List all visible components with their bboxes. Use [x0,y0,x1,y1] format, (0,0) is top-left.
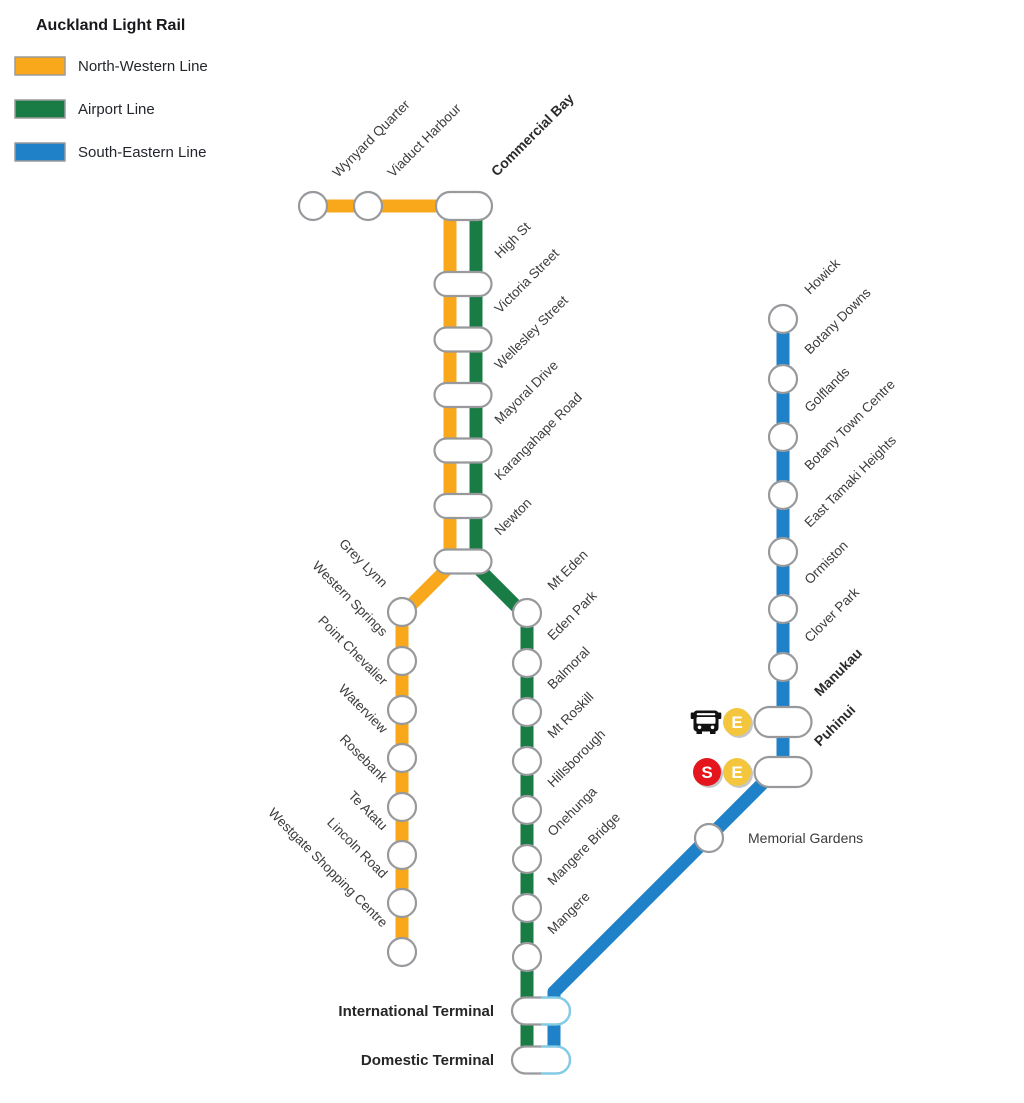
interchange-marker [433,381,493,409]
interchange-marker [433,326,493,353]
interchange-marker [753,755,813,789]
station-marker [511,892,543,924]
station-marker [767,536,799,568]
station-label: International Terminal [338,1003,494,1020]
legend-swatch-north-western [14,56,66,76]
station-marker [386,645,418,677]
station-marker [767,593,799,625]
station-label: Te Atatu [345,788,390,833]
station-label: Waterview [336,681,391,736]
station-label: Domestic Terminal [361,1052,494,1069]
bus-wheel-right [710,730,716,734]
bus-headlight-right [710,725,715,730]
station-marker [386,839,418,871]
station-marker [386,596,418,628]
interchange-marker [433,437,493,464]
bus-wheel-left [696,730,702,734]
badge-letter: E [731,763,742,782]
station-label: Clover Park [802,584,863,645]
interchange-marker [510,1045,572,1075]
station-label: Mangere [545,889,593,937]
station-international-terminal: International Terminal [338,996,572,1026]
station-marker [511,597,543,629]
eastern-busway-badge-puhinui: E [723,758,753,788]
legend-label-south-eastern: South-Eastern Line [78,144,206,161]
station-marker [386,936,418,968]
station-marker [352,190,384,222]
station-memorial-gardens: Memorial Gardens [693,822,863,854]
station-marker [297,190,329,222]
station-marker [386,694,418,726]
badge-letter: E [731,713,742,732]
station-marker [693,822,725,854]
interchange-marker [753,705,813,739]
station-label: Eden Park [545,588,600,643]
map-title: Auckland Light Rail [36,17,185,34]
station-label: Mt Eden [545,547,591,593]
interchange-marker [510,996,572,1026]
station-marker [511,647,543,679]
station-marker [511,696,543,728]
bus-headlight-left [697,725,702,730]
terminal-ring-accent [541,1045,572,1075]
station-marker [767,479,799,511]
legend: Auckland Light Rail North-Western Line A… [14,17,208,162]
bus-sign [696,713,716,716]
bus-windshield [696,717,716,724]
legend-swatch-south-eastern [14,142,66,162]
station-label: Howick [802,256,844,298]
station-domestic-terminal: Domestic Terminal [361,1045,572,1075]
station-label: High St [492,219,534,261]
station-label: Memorial Gardens [748,830,863,846]
eastern-busway-badge-manukau: E [723,708,753,738]
station-marker [767,421,799,453]
station-marker [511,794,543,826]
station-marker [386,742,418,774]
station-marker [386,887,418,919]
station-label: Balmoral [545,644,593,692]
station-label: Puhinui [811,702,859,750]
station-label: Rosebank [337,732,391,786]
connection-badges: E S E [690,708,753,788]
southern-rail-badge-puhinui: S [693,758,723,788]
station-label: Ormiston [802,538,851,587]
station-marker [511,843,543,875]
station-label: Golflands [802,364,853,415]
station-marker [511,745,543,777]
station-marker [511,941,543,973]
south-eastern-line-path [547,319,790,1060]
station-grey-lynn: Grey Lynn [336,536,418,628]
station-marker [767,303,799,335]
legend-label-airport: Airport Line [78,101,155,118]
bus-icon [690,710,722,734]
terminal-ring-accent [541,996,572,1026]
station-marker [767,651,799,683]
interchange-marker [433,492,493,520]
station-label: Mt Roskill [545,689,597,741]
station-label: Commercial Bay [488,90,577,179]
interchange-marker [434,190,494,222]
station-label: Newton [492,495,535,538]
legend-label-north-western: North-Western Line [78,58,208,75]
station-marker [386,791,418,823]
badge-circle [723,708,751,736]
interchange-marker [433,548,493,575]
badge-circle [693,758,721,786]
badge-circle [723,758,751,786]
legend-swatch-airport [14,99,66,119]
badge-letter: S [701,763,712,782]
station-label: Manukau [811,645,865,699]
interchange-marker [433,270,493,298]
station-marker [767,363,799,395]
